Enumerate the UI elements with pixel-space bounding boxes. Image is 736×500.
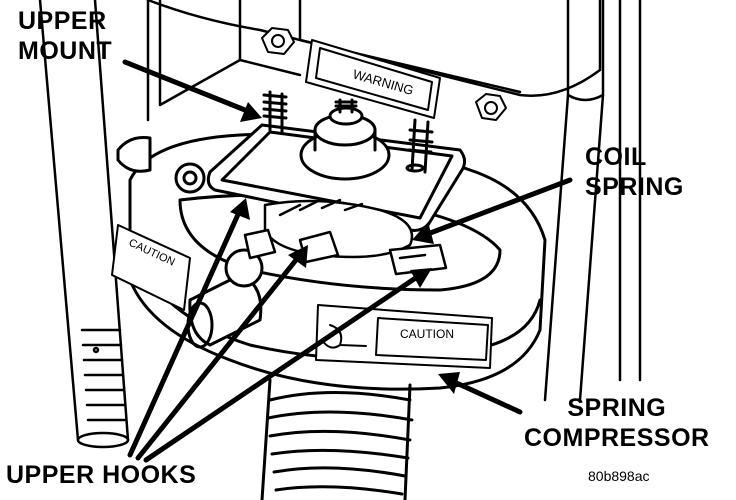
leader-arrows	[122, 59, 573, 463]
caution-decal-right: CAUTION	[315, 304, 493, 369]
upper-hooks-assembly	[243, 198, 448, 276]
left-threaded-rod	[38, 0, 130, 449]
coil-spring-label: COIL SPRING	[585, 142, 684, 202]
upper-mount-label: UPPER MOUNT	[18, 6, 112, 66]
coil-spring-label-line1: COIL	[585, 143, 647, 171]
right-rod	[543, 0, 642, 402]
upper-hooks-label-text: UPPER HOOKS	[6, 461, 197, 489]
upper-mount-label-line1: UPPER	[18, 7, 107, 35]
backplate-nut-right	[475, 93, 507, 121]
figure-reference: 80b898ac	[588, 468, 650, 484]
spring-compressor-label: SPRING COMPRESSOR	[524, 393, 710, 453]
coil-spring-label-line2: SPRING	[585, 173, 684, 201]
coil-spring-lower	[260, 378, 414, 500]
caution-decal-left: CAUTION	[111, 224, 191, 311]
warning-decal: WARNING	[305, 39, 441, 119]
backplate-nut-left	[261, 27, 295, 55]
upper-mount-plate	[206, 90, 467, 232]
spring-compressor-label-line1: SPRING	[567, 394, 667, 422]
upper-hooks-label: UPPER HOOKS	[6, 460, 196, 490]
spring-compressor-label-line2: COMPRESSOR	[524, 424, 710, 452]
upper-mount-label-line2: MOUNT	[18, 37, 113, 65]
caution-decal-right-text: CAUTION	[400, 327, 454, 341]
